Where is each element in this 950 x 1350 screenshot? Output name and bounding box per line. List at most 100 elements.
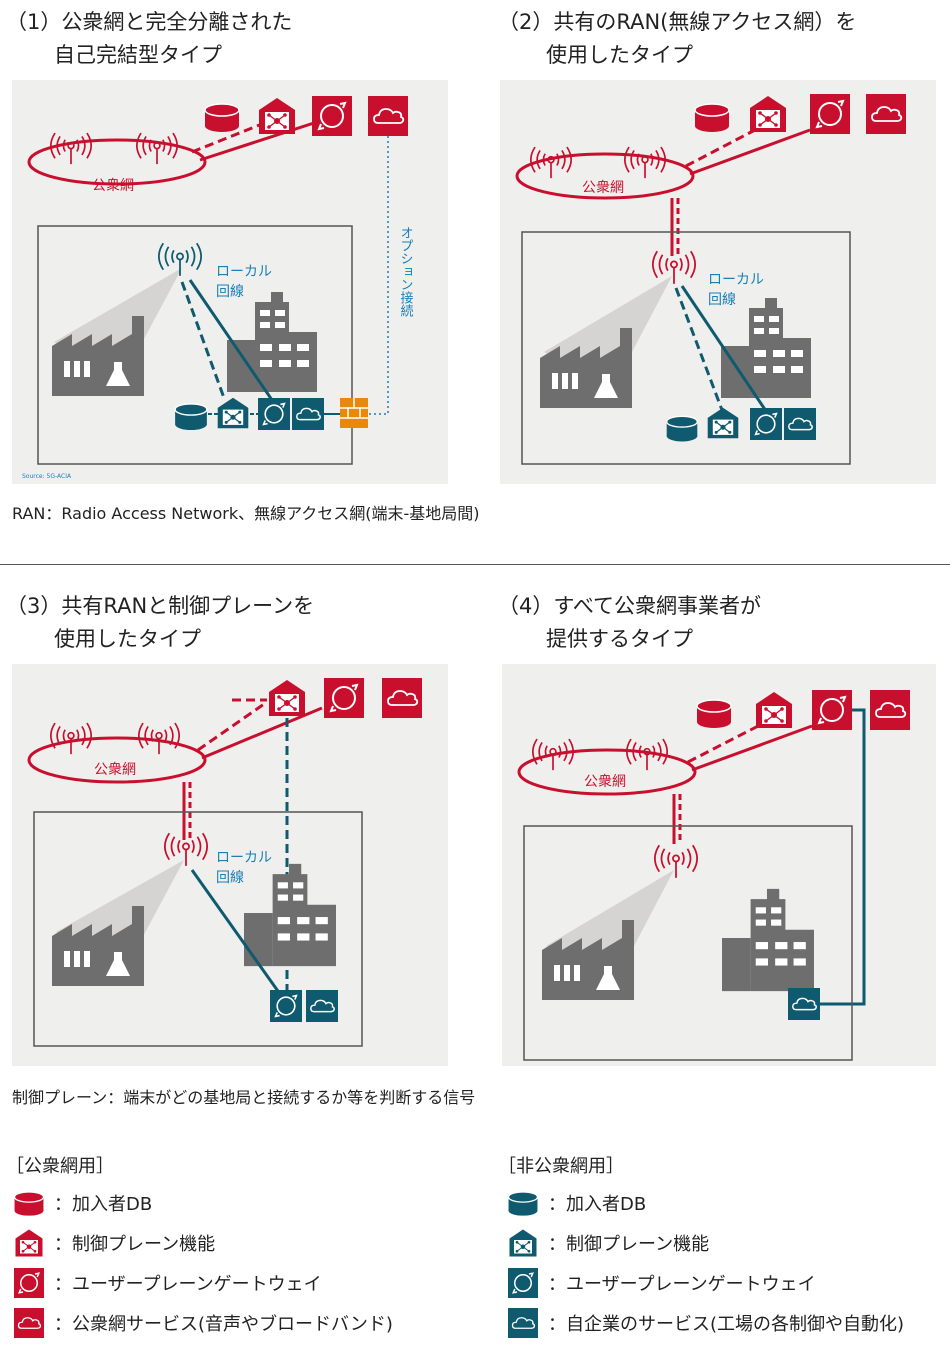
legend-private-heading: ［非公衆網用］	[498, 1156, 624, 1177]
public-antenna-icon	[532, 738, 574, 771]
legend-private-db: ：加入者DB	[506, 1187, 646, 1219]
legend-label: ：自企業のサービス(工場の各制御や自動化)	[548, 1314, 905, 1335]
source-label: Source: 5G-ACIA	[22, 473, 72, 480]
public-net-label: 公衆網	[584, 774, 626, 790]
control-plane-icon	[268, 679, 306, 717]
local-gateway-icon	[750, 408, 782, 440]
panel-1-title: （1）公衆網と完全分離された 自己完結型タイプ	[6, 6, 292, 72]
building-icon	[722, 888, 814, 992]
ran-note: RAN：Radio Access Network、無線アクセス網(端末-基地局間…	[12, 504, 480, 523]
public-antenna-icon	[626, 738, 668, 771]
legend-private-gw: ：ユーザープレーンゲートウェイ	[506, 1267, 816, 1299]
legend-private-cp: ：制御プレーン機能	[506, 1227, 709, 1259]
gateway-icon	[812, 690, 852, 730]
public-antenna-icon	[136, 132, 178, 165]
legend-public-heading: ［公衆網用］	[6, 1156, 114, 1177]
panel-3-title-line2: 使用したタイプ	[54, 627, 201, 651]
database-icon	[696, 699, 732, 728]
legend-public-gw: ：ユーザープレーンゲートウェイ	[12, 1267, 322, 1299]
site-boundary	[37, 225, 353, 465]
gateway-icon	[312, 96, 352, 136]
database-icon	[507, 1191, 539, 1216]
local-control-plane-icon	[217, 397, 249, 429]
public-network-ellipse	[517, 748, 697, 796]
local-cloud-icon	[292, 398, 324, 430]
local-database-icon	[174, 403, 208, 430]
legend-label: ：公衆網サービス(音声やブロードバンド)	[54, 1314, 393, 1335]
panel-3-diagram: 公衆網 ローカル 回線	[12, 664, 448, 1066]
panel-1-title-line1: （1）公衆網と完全分離された	[6, 10, 293, 34]
local-line-label-2: 回線	[708, 292, 736, 308]
database-icon	[13, 1191, 45, 1216]
legend-label: ：制御プレーン機能	[548, 1234, 710, 1255]
shared-antenna-icon	[654, 844, 698, 879]
local-cloud-icon	[788, 988, 820, 1020]
cloud-icon	[508, 1308, 538, 1338]
panel-4-title-line2: 提供するタイプ	[546, 627, 693, 651]
public-antenna-icon	[138, 722, 180, 755]
cloud-icon	[870, 690, 910, 730]
panel-4-title-line1: （4）すべて公衆網事業者が	[498, 594, 762, 618]
panel-4-title: （4）すべて公衆網事業者が 提供するタイプ	[498, 590, 761, 656]
legend-label: ：ユーザープレーンゲートウェイ	[548, 1274, 816, 1295]
panel-1-title-line2: 自己完結型タイプ	[54, 43, 222, 67]
gateway-icon	[324, 678, 364, 718]
public-net-label: 公衆網	[582, 180, 624, 196]
public-network-ellipse	[515, 152, 695, 200]
gateway-icon	[810, 94, 850, 134]
local-line-label-1: ローカル	[708, 272, 764, 288]
public-net-label: 公衆網	[92, 178, 134, 194]
control-plane-icon	[508, 1228, 538, 1258]
cloud-icon	[866, 94, 906, 134]
public-antenna-icon	[50, 132, 92, 165]
database-icon	[694, 103, 730, 132]
control-plane-note: 制御プレーン：端末がどの基地局と接続するか等を判断する信号	[12, 1088, 476, 1107]
panel-2-title-line2: 使用したタイプ	[546, 43, 693, 67]
local-cloud-icon	[784, 408, 816, 440]
cloud-icon	[14, 1308, 44, 1338]
section-divider	[0, 564, 950, 565]
public-network-ellipse	[27, 736, 207, 784]
public-antenna-icon	[50, 722, 92, 755]
public-net-label: 公衆網	[94, 762, 136, 778]
site-boundary	[523, 825, 853, 1061]
legend-public-db: ：加入者DB	[12, 1187, 152, 1219]
building-icon	[227, 292, 317, 392]
panel-2-title-line1: （2）共有のRAN(無線アクセス網）を	[498, 10, 857, 34]
control-plane-icon	[755, 691, 793, 729]
public-antenna-icon	[624, 146, 666, 179]
option-label: オプション接続	[398, 226, 414, 318]
local-line-label-1: ローカル	[216, 850, 272, 866]
local-gateway-icon	[258, 398, 290, 430]
gateway-icon	[14, 1268, 44, 1298]
cloud-icon	[368, 96, 408, 136]
database-icon	[204, 103, 240, 132]
building-icon	[244, 863, 336, 967]
legend-public-cp: ：制御プレーン機能	[12, 1227, 215, 1259]
building-icon	[721, 298, 811, 398]
local-line-label-1: ローカル	[216, 264, 272, 280]
local-cloud-icon	[306, 990, 338, 1022]
panel-3-title-line1: （3）共有RANと制御プレーンを	[6, 594, 315, 618]
panel-3-title: （3）共有RANと制御プレーンを 使用したタイプ	[6, 590, 314, 656]
shared-antenna-icon	[164, 832, 208, 867]
cloud-icon	[382, 678, 422, 718]
legend-label: ：加入者DB	[54, 1194, 153, 1215]
local-line-label-2: 回線	[216, 284, 244, 300]
local-gateway-icon	[270, 990, 302, 1022]
legend-label: ：加入者DB	[548, 1194, 647, 1215]
legend-label: ：ユーザープレーンゲートウェイ	[54, 1274, 322, 1295]
legend-public-cloud: ：公衆網サービス(音声やブロードバンド)	[12, 1307, 393, 1339]
public-network-ellipse	[27, 138, 207, 186]
gateway-icon	[508, 1268, 538, 1298]
local-line-label-2: 回線	[216, 870, 244, 886]
site-boundary	[33, 811, 363, 1047]
panel-1-diagram: 公衆網 オプション接続 ローカル 回線 Source: 5G-ACIA	[12, 80, 448, 484]
control-plane-icon	[14, 1228, 44, 1258]
shared-antenna-icon	[652, 250, 696, 285]
control-plane-icon	[258, 97, 296, 135]
legend-label: ：制御プレーン機能	[54, 1234, 216, 1255]
local-control-plane-icon	[707, 407, 739, 439]
panel-4-diagram: 公衆網	[502, 664, 936, 1066]
local-database-icon	[666, 415, 698, 442]
